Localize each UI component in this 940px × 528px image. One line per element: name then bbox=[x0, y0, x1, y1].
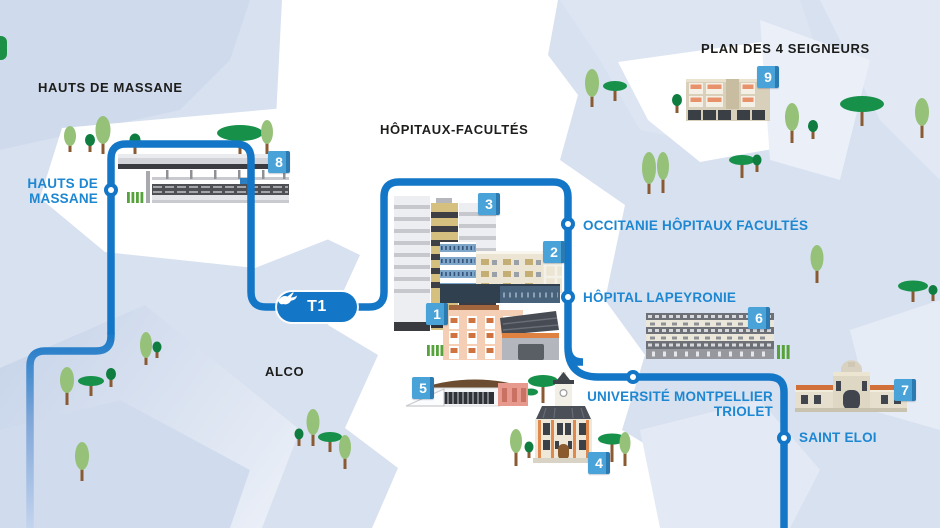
district-label-plan-des-4-seigneurs: PLAN DES 4 SEIGNEURS bbox=[701, 41, 870, 56]
line-t1-badge[interactable]: T1 bbox=[277, 292, 357, 322]
station-dots bbox=[104, 183, 791, 445]
hedge bbox=[777, 345, 790, 359]
district-label-hauts-de-massane: HAUTS DE MASSANE bbox=[38, 80, 183, 95]
marker-badge-7[interactable]: 7 bbox=[894, 379, 916, 401]
tram-line-faded-tail bbox=[26, 333, 115, 528]
station-label-universite[interactable]: UNIVERSITÉ MONTPELLIER TRIOLET bbox=[570, 389, 773, 419]
station-dot-occitanie[interactable] bbox=[561, 217, 575, 231]
building-8-illustration bbox=[118, 154, 290, 203]
station-label-lapeyronie[interactable]: HÔPITAL LAPEYRONIE bbox=[583, 290, 737, 305]
building-5-illustration bbox=[405, 379, 528, 407]
station-dot-hauts-de-massane[interactable] bbox=[104, 183, 118, 197]
building-1-illustration bbox=[427, 305, 559, 360]
building-9-illustration bbox=[686, 79, 770, 121]
station-dot-universite[interactable] bbox=[626, 370, 640, 384]
building-7-illustration bbox=[795, 360, 907, 412]
station-label-saint-eloi[interactable]: SAINT ELOI bbox=[799, 430, 877, 445]
station-label-line1: HAUTS DE bbox=[27, 176, 98, 191]
building-4-illustration bbox=[533, 372, 594, 463]
marker-badge-3[interactable]: 3 bbox=[478, 193, 500, 215]
marker-badge-4[interactable]: 4 bbox=[588, 452, 610, 474]
district-label-alco: ALCO bbox=[265, 364, 305, 379]
tram-line-t1 bbox=[26, 140, 791, 528]
marker-badge-5[interactable]: 5 bbox=[412, 377, 434, 399]
tram-line-path bbox=[107, 140, 788, 528]
station-label-line1: UNIVERSITÉ MONTPELLIER bbox=[587, 389, 773, 404]
marker-badge-8[interactable]: 8 bbox=[268, 151, 290, 173]
station-label-hauts-de-massane[interactable]: HAUTS DE MASSANE bbox=[8, 176, 98, 206]
station-label-line2: TRIOLET bbox=[713, 404, 773, 419]
station-dot-lapeyronie[interactable] bbox=[561, 290, 575, 304]
marker-badge-1[interactable]: 1 bbox=[426, 303, 448, 325]
marker-badge-6[interactable]: 6 bbox=[748, 307, 770, 329]
station-label-occitanie[interactable]: OCCITANIE HÔPITAUX FACULTÉS bbox=[583, 218, 809, 233]
swallow-icon bbox=[278, 292, 297, 305]
district-label-hopitaux-facultes: HÔPITAUX-FACULTÉS bbox=[380, 122, 529, 137]
marker-badge-9[interactable]: 9 bbox=[757, 66, 779, 88]
line-t1-label: T1 bbox=[307, 298, 327, 315]
station-label-line2: MASSANE bbox=[29, 191, 98, 206]
station-dot-saint-eloi[interactable] bbox=[777, 431, 791, 445]
marker-badge-2[interactable]: 2 bbox=[543, 241, 565, 263]
hedge bbox=[127, 192, 144, 203]
trees bbox=[0, 36, 938, 481]
hedge bbox=[427, 345, 444, 356]
